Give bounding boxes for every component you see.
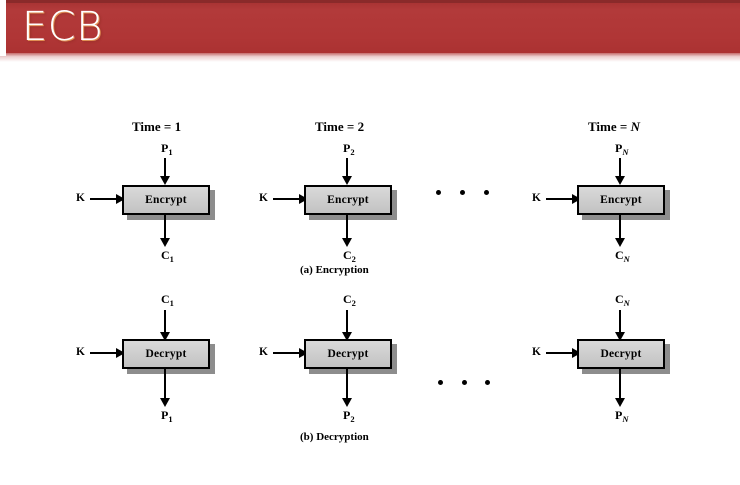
encrypt-box-body-1: Encrypt <box>122 185 210 215</box>
plaintext-subscript: N <box>622 413 629 424</box>
ciphertext-subscript: 2 <box>351 253 356 264</box>
time-prefix: Time = <box>588 119 631 134</box>
ciphertext-symbol: C <box>343 248 352 262</box>
title-bar <box>0 0 740 53</box>
encrypt-key-label-1: K <box>76 192 85 204</box>
decrypt-ciphertext-label-1: C1 <box>161 292 174 308</box>
ellipsis-dot <box>485 380 490 385</box>
plaintext-subscript: 2 <box>350 146 355 157</box>
ciphertext-symbol: C <box>615 292 624 306</box>
encrypt-time-label-1: Time = 1 <box>132 120 181 133</box>
encrypt-plaintext-label-n: PN <box>615 141 629 157</box>
decrypt-key-label-1: K <box>76 346 85 358</box>
plaintext-subscript: N <box>622 146 629 157</box>
encrypt-box-2: Encrypt <box>304 185 397 220</box>
encrypt-key-label-n: K <box>532 192 541 204</box>
ecb-mode-diagram: Time = 1 P1 K Encrypt <box>0 62 740 485</box>
plaintext-subscript: 1 <box>168 146 173 157</box>
encrypt-plaintext-label-1: P1 <box>161 141 173 157</box>
plaintext-symbol: P <box>343 408 351 422</box>
decrypt-box-label-2: Decrypt <box>327 348 369 360</box>
plaintext-symbol: P <box>615 141 623 155</box>
ellipsis-dot <box>460 190 465 195</box>
plaintext-symbol: P <box>343 141 351 155</box>
plaintext-symbol: P <box>161 408 169 422</box>
decrypt-box-label-1: Decrypt <box>145 348 187 360</box>
time-prefix: Time = <box>132 119 175 134</box>
title-bar-fade <box>0 53 740 62</box>
encrypt-ciphertext-label-1: C1 <box>161 248 174 264</box>
decrypt-box-body-1: Decrypt <box>122 339 210 369</box>
ciphertext-subscript: 1 <box>169 297 174 308</box>
slide-title: ECB <box>22 4 103 50</box>
encrypt-time-label-2: Time = 2 <box>315 120 364 133</box>
decryption-caption: (b) Decryption <box>300 431 369 443</box>
ciphertext-symbol: C <box>343 292 352 306</box>
plaintext-subscript: 1 <box>168 413 173 424</box>
ciphertext-subscript: 1 <box>169 253 174 264</box>
ellipsis-dot <box>484 190 489 195</box>
decrypt-key-label-2: K <box>259 346 268 358</box>
ellipsis-dot <box>462 380 467 385</box>
decrypt-box-label-n: Decrypt <box>600 348 642 360</box>
decrypt-box-2: Decrypt <box>304 339 397 374</box>
encrypt-plaintext-label-2: P2 <box>343 141 355 157</box>
time-value: 1 <box>174 119 182 134</box>
decrypt-ciphertext-label-2: C2 <box>343 292 356 308</box>
decrypt-plaintext-label-n: PN <box>615 408 629 424</box>
plaintext-symbol: P <box>161 141 169 155</box>
ellipsis-dot <box>436 190 441 195</box>
ciphertext-subscript: N <box>623 253 630 264</box>
decrypt-plaintext-label-2: P2 <box>343 408 355 424</box>
encrypt-box-1: Encrypt <box>122 185 215 220</box>
ciphertext-symbol: C <box>615 248 624 262</box>
decrypt-box-body-2: Decrypt <box>304 339 392 369</box>
encrypt-box-n: Encrypt <box>577 185 670 220</box>
decrypt-plaintext-label-1: P1 <box>161 408 173 424</box>
encrypt-time-label-n: Time = N <box>588 120 640 133</box>
title-bar-top-edge <box>0 0 740 3</box>
encrypt-box-label-n: Encrypt <box>600 194 642 206</box>
encrypt-box-label-2: Encrypt <box>327 194 369 206</box>
decrypt-key-label-n: K <box>532 346 541 358</box>
decrypt-box-n: Decrypt <box>577 339 670 374</box>
plaintext-subscript: 2 <box>350 413 355 424</box>
time-value: 2 <box>357 119 365 134</box>
decrypt-ciphertext-label-n: CN <box>615 292 630 308</box>
encrypt-key-label-2: K <box>259 192 268 204</box>
ciphertext-symbol: C <box>161 292 170 306</box>
encryption-caption: (a) Encryption <box>300 264 369 276</box>
decrypt-box-1: Decrypt <box>122 339 215 374</box>
time-prefix: Time = <box>315 119 358 134</box>
encrypt-ciphertext-label-2: C2 <box>343 248 356 264</box>
time-value: N <box>630 119 640 134</box>
ellipsis-dot <box>438 380 443 385</box>
encrypt-box-label-1: Encrypt <box>145 194 187 206</box>
ciphertext-subscript: 2 <box>351 297 356 308</box>
decrypt-box-body-n: Decrypt <box>577 339 665 369</box>
encrypt-box-body-n: Encrypt <box>577 185 665 215</box>
plaintext-symbol: P <box>615 408 623 422</box>
encrypt-box-body-2: Encrypt <box>304 185 392 215</box>
encrypt-ciphertext-label-n: CN <box>615 248 630 264</box>
ciphertext-symbol: C <box>161 248 170 262</box>
ciphertext-subscript: N <box>623 297 630 308</box>
title-bar-left-gutter <box>0 0 6 56</box>
